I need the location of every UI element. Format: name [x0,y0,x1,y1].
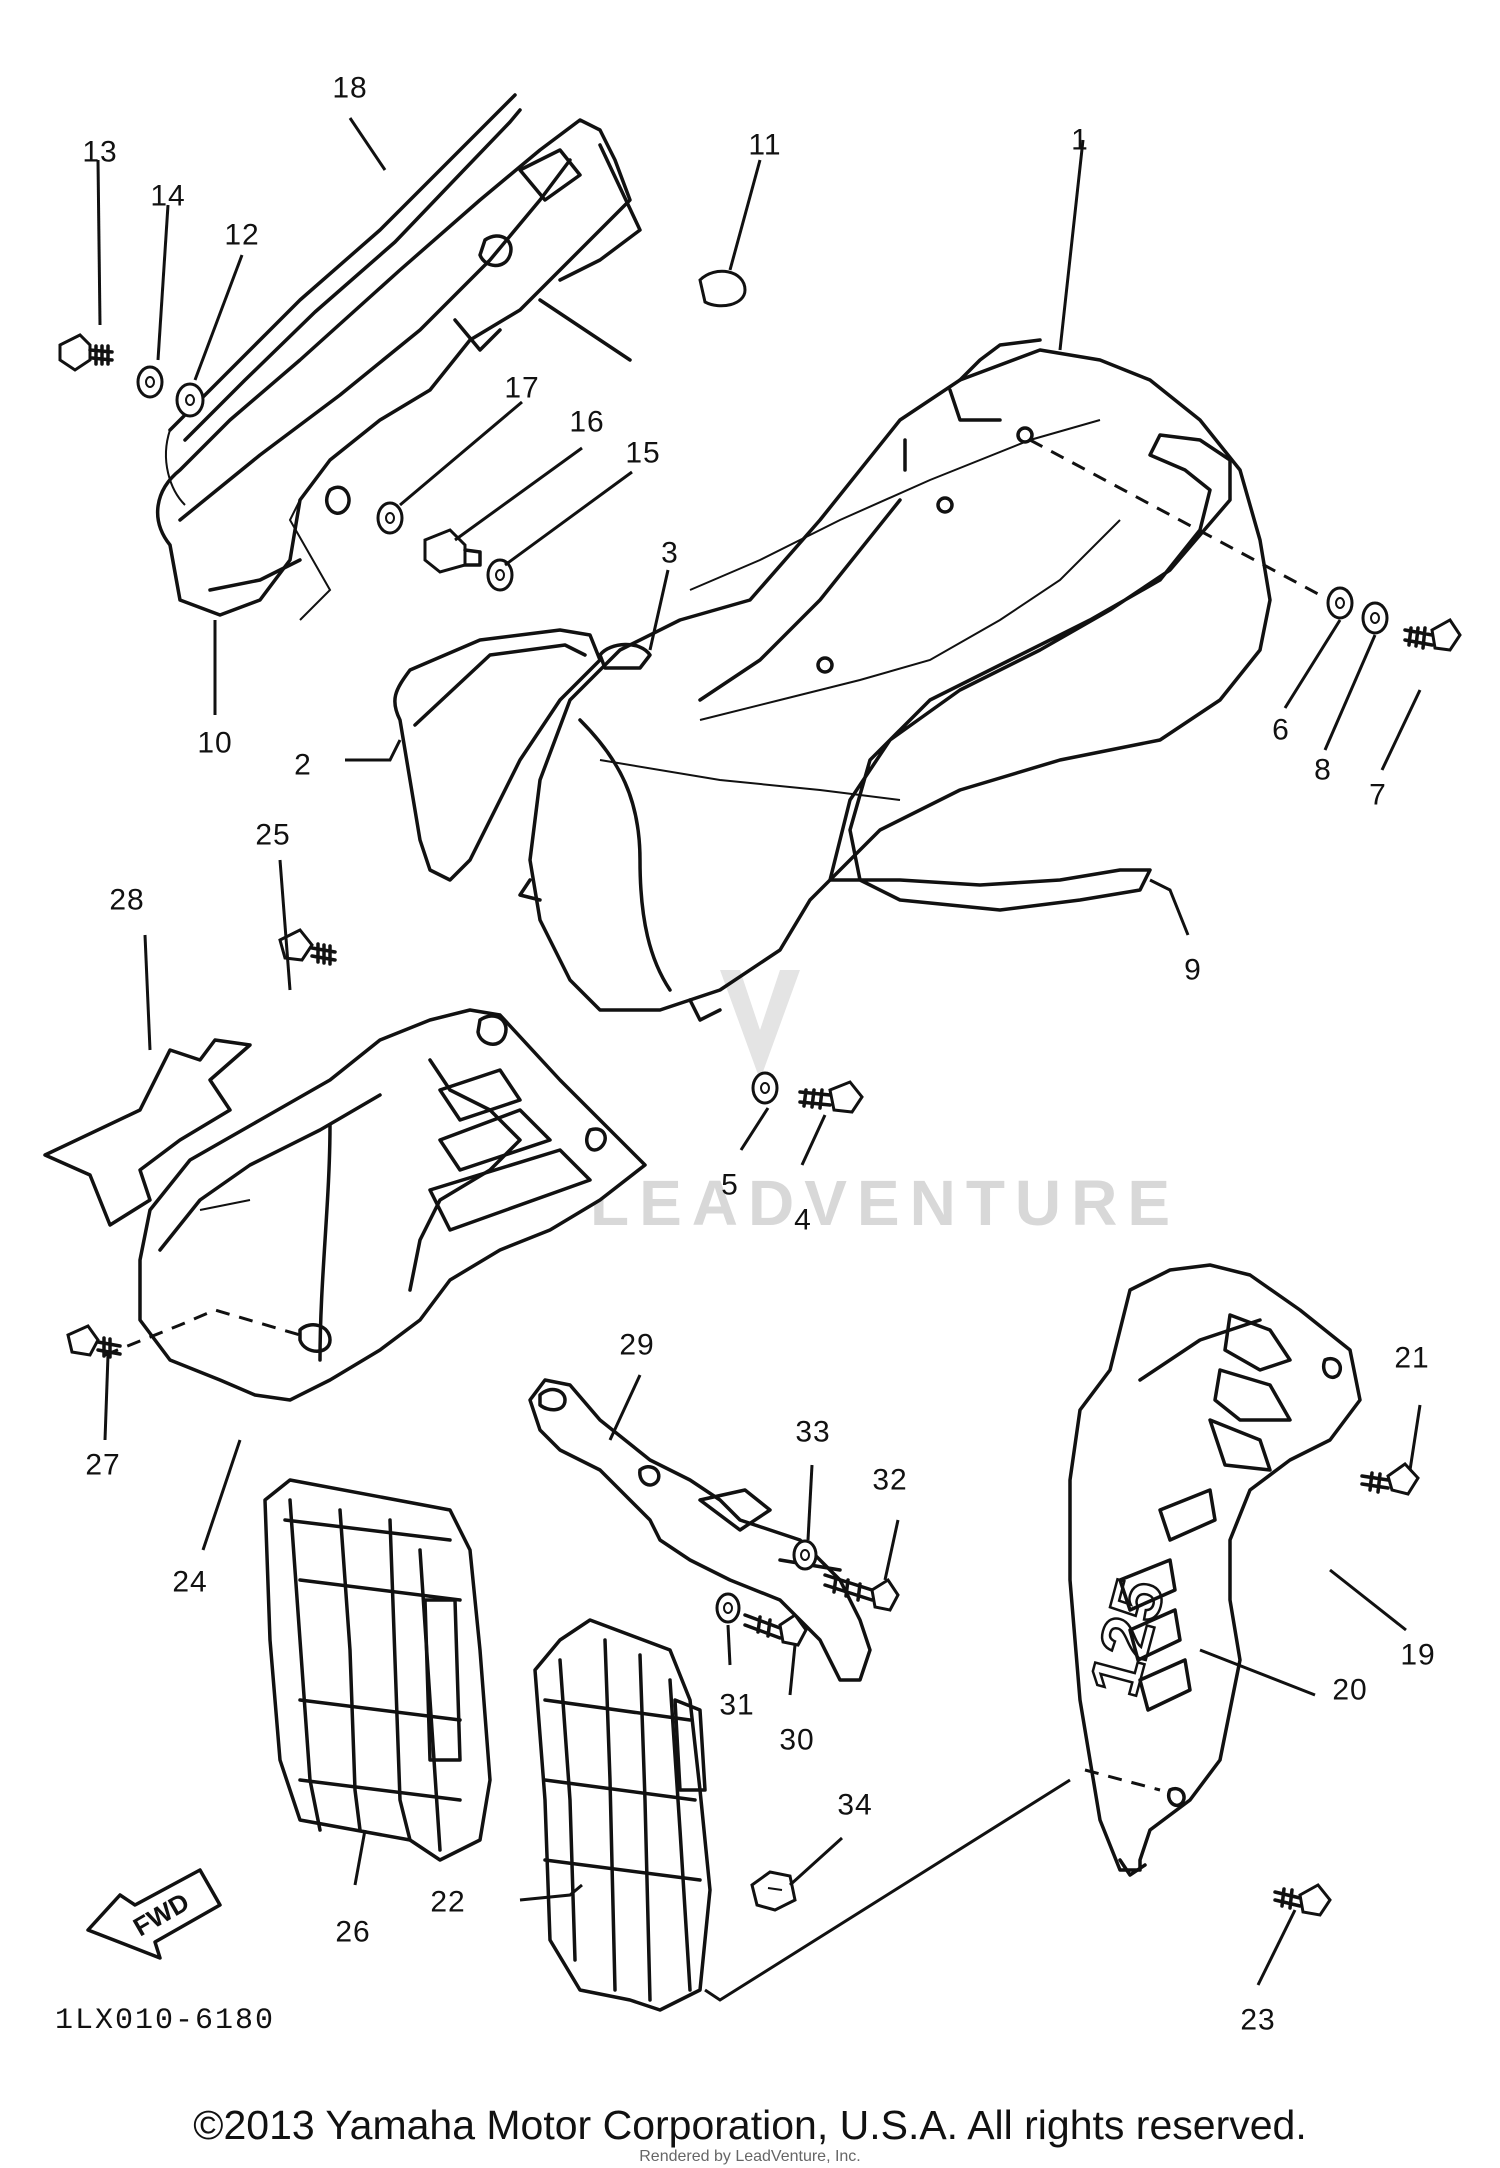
hardware-15-washer [486,558,514,592]
hardware-34-clip [750,1870,797,1912]
callout-5: 5 [721,1169,739,1202]
rendered-by-note: Rendered by LeadVenture, Inc. [639,2148,861,2165]
copyright-notice: ©2013 Yamaha Motor Corporation, U.S.A. A… [193,2102,1307,2148]
watermark: LEADVENTURE [590,970,1180,1239]
hardware-16-collar [423,528,482,574]
hardware-13-bolt [58,333,114,372]
callout-9: 9 [1184,954,1202,987]
hardware-5-washer [751,1071,779,1105]
hardware-33-washer [792,1539,818,1571]
callout-labels: 18 13 14 12 11 1 17 16 15 3 10 2 6 8 7 9… [82,72,1435,2037]
part-3-grommet [598,642,652,670]
leader-lines [96,117,1422,2002]
callout-15: 15 [625,437,660,470]
part-24-side-panel [138,1008,647,1402]
part-26-louver [263,1478,492,1862]
callout-6: 6 [1272,714,1290,747]
part-2-frame-seal [393,628,602,882]
hardware-31-washer [715,1592,741,1624]
callout-1: 1 [1071,124,1089,157]
callout-21: 21 [1394,1342,1429,1375]
drawing-code: 1LX010-6180 [55,2004,275,2038]
hardware-32-bolt [823,1573,900,1612]
callout-8: 8 [1314,754,1332,787]
callout-32: 32 [872,1464,907,1497]
callout-17: 17 [504,372,539,405]
hardware-30-bolt [743,1612,808,1647]
assembly-lines [104,438,1321,1792]
part-22-louver [533,1618,712,2012]
callout-29: 29 [619,1329,654,1362]
callout-2: 2 [294,749,312,782]
hardware-8-washer [1361,601,1389,635]
fwd-arrow: FWD [86,1868,222,1960]
callout-23: 23 [1240,2004,1275,2037]
part-1-side-cover [518,338,1272,1022]
callout-25: 25 [255,819,290,852]
callout-27: 27 [85,1449,120,1482]
hardware-21-bolt [1360,1462,1420,1496]
callout-16: 16 [569,406,604,439]
part-10-cover [155,118,642,621]
part-28-decal [43,1038,252,1227]
callout-18: 18 [332,72,367,105]
callout-14: 14 [150,180,185,213]
hardware-6-washer [1326,586,1354,620]
callout-26: 26 [335,1916,370,1949]
part-19-number-plate [1068,1263,1362,1877]
watermark-text: LEADVENTURE [590,1167,1180,1239]
hardware-7-screw [1403,618,1462,652]
callout-11: 11 [748,129,781,162]
callout-34: 34 [837,1789,872,1822]
callout-33: 33 [795,1416,830,1449]
callout-24: 24 [172,1566,207,1599]
part-9-seal [828,433,1232,912]
hardware-14-washer [136,365,164,399]
callout-22: 22 [430,1886,465,1919]
callout-20: 20 [1332,1674,1367,1707]
hardware-12-washer [175,382,205,418]
callout-7: 7 [1369,779,1387,812]
hardware-4-bolt [798,1080,864,1114]
callout-28: 28 [109,884,144,917]
part-18-seal-strip [168,93,522,442]
callout-31: 31 [719,1689,754,1722]
callout-30: 30 [779,1724,814,1757]
callout-3: 3 [661,537,679,570]
hardware-17-washer [376,501,404,535]
hardware-23-bolt [1273,1883,1332,1917]
hardware-11-plug [698,269,747,308]
callout-13: 13 [82,136,117,169]
callout-19: 19 [1400,1639,1435,1672]
callout-12: 12 [224,219,259,252]
callout-10: 10 [197,727,232,760]
callout-4: 4 [794,1204,812,1237]
